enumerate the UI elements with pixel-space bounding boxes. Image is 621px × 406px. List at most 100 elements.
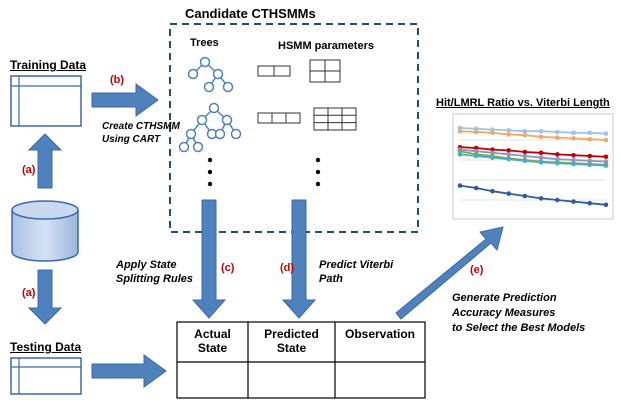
chart-point (555, 160, 560, 166)
chart-point (473, 153, 479, 159)
chart-point (571, 152, 576, 158)
chart-point (490, 155, 495, 160)
chart-point (603, 131, 609, 136)
chart-point (555, 197, 560, 203)
chart-point (522, 132, 528, 138)
apply-caption-line: Apply State (116, 259, 177, 271)
hsmm-ellipsis-dots (315, 157, 321, 187)
chart-point (457, 148, 463, 154)
chart-point (506, 156, 511, 162)
step-b-label: (b) (110, 74, 125, 86)
predict-viterbi-caption: Predict Viterbi Path (319, 258, 393, 286)
chart-point (587, 136, 593, 142)
chart-point (506, 132, 511, 137)
arrow-c (191, 199, 227, 319)
generate-caption-line: Generate Prediction (452, 292, 557, 304)
chart-point (603, 154, 609, 160)
arrow-b (91, 83, 159, 117)
chart-point (603, 202, 609, 208)
chart-point (538, 155, 544, 160)
hsmm-parameter-grid (257, 59, 341, 83)
step-e-label: (e) (470, 264, 484, 276)
chart-point (473, 129, 479, 135)
apply-state-caption: Apply State Splitting Rules (116, 258, 193, 286)
arrow-testing-to-table (91, 354, 167, 388)
actual-state-header: Actual State (177, 327, 248, 355)
chart-title: Hit/LMRL Ratio vs. Viterbi Length (436, 97, 610, 109)
chart-point (571, 136, 576, 141)
chart-point (538, 128, 544, 134)
header-line: Actual (194, 327, 231, 341)
testing-data-label: Testing Data (10, 340, 82, 354)
chart-point (603, 159, 609, 164)
create-cthsmm-caption: Create CTHSMM Using CART (102, 120, 180, 146)
chart-point (603, 163, 609, 168)
chart-point (587, 162, 593, 168)
create-caption-line: Using CART (102, 134, 161, 145)
header-line: Predicted (264, 327, 319, 341)
chart-point (555, 156, 560, 162)
chart-point (538, 196, 544, 201)
training-data-icon (10, 75, 82, 127)
chart-point (522, 128, 528, 134)
arrow-a-down (27, 269, 63, 325)
predict-caption-line: Path (319, 273, 343, 285)
chart-point (457, 183, 463, 188)
chart-point (473, 145, 479, 151)
training-data-label: Training Data (10, 58, 87, 72)
chart-point (571, 161, 576, 167)
chart-series-line-4 (459, 148, 607, 163)
chart-point (538, 134, 544, 140)
chart-point (571, 130, 576, 136)
chart-point (506, 148, 511, 153)
database-cylinder-icon (11, 200, 79, 262)
chart-point (587, 158, 593, 164)
chart-point (522, 153, 528, 159)
chart-point (473, 126, 479, 132)
chart-point (555, 135, 560, 140)
step-a-label-top: (a) (22, 164, 36, 176)
step-d-label: (d) (280, 262, 295, 274)
chart-point (587, 200, 593, 206)
tree-icon (178, 102, 242, 153)
chart-point (457, 125, 463, 131)
hsmm-parameters-label: HSMM parameters (278, 40, 374, 52)
chart-point (522, 158, 528, 164)
chart-point (603, 137, 609, 143)
chart-point (490, 127, 495, 132)
arrow-a-up (27, 133, 63, 189)
hsmm-parameter-grid (257, 107, 357, 131)
chart-point (538, 150, 544, 156)
chart-series-line-1 (459, 127, 607, 135)
create-caption-line: Create CTHSMM (102, 121, 180, 132)
tree-ellipsis-dots (207, 157, 213, 187)
chart-point (490, 150, 495, 156)
predict-caption-line: Predict Viterbi (319, 259, 394, 271)
hit-lmrl-chart (452, 113, 614, 220)
chart-point (473, 148, 479, 154)
chart-point (490, 188, 495, 194)
predicted-state-header: Predicted State (248, 327, 335, 355)
chart-point (490, 130, 495, 136)
chart-point (490, 147, 495, 152)
observation-header: Observation (344, 327, 416, 341)
apply-caption-line: Splitting Rules (116, 273, 193, 285)
chart-point (522, 149, 528, 155)
chart-point (587, 153, 593, 159)
tree-icon (187, 56, 234, 93)
arrow-d (281, 199, 317, 319)
testing-data-icon (10, 357, 82, 395)
header-line: State (197, 341, 228, 355)
arrow-e (395, 226, 504, 320)
header-line: State (276, 341, 307, 355)
chart-point (522, 193, 528, 199)
chart-series-line-3 (459, 146, 607, 158)
chart-point (555, 152, 560, 157)
chart-point (571, 157, 576, 163)
step-c-label: (c) (221, 262, 235, 274)
chart-point (473, 185, 479, 191)
trees-label: Trees (190, 37, 219, 49)
generate-caption-line: Accuracy Measures (452, 307, 556, 319)
